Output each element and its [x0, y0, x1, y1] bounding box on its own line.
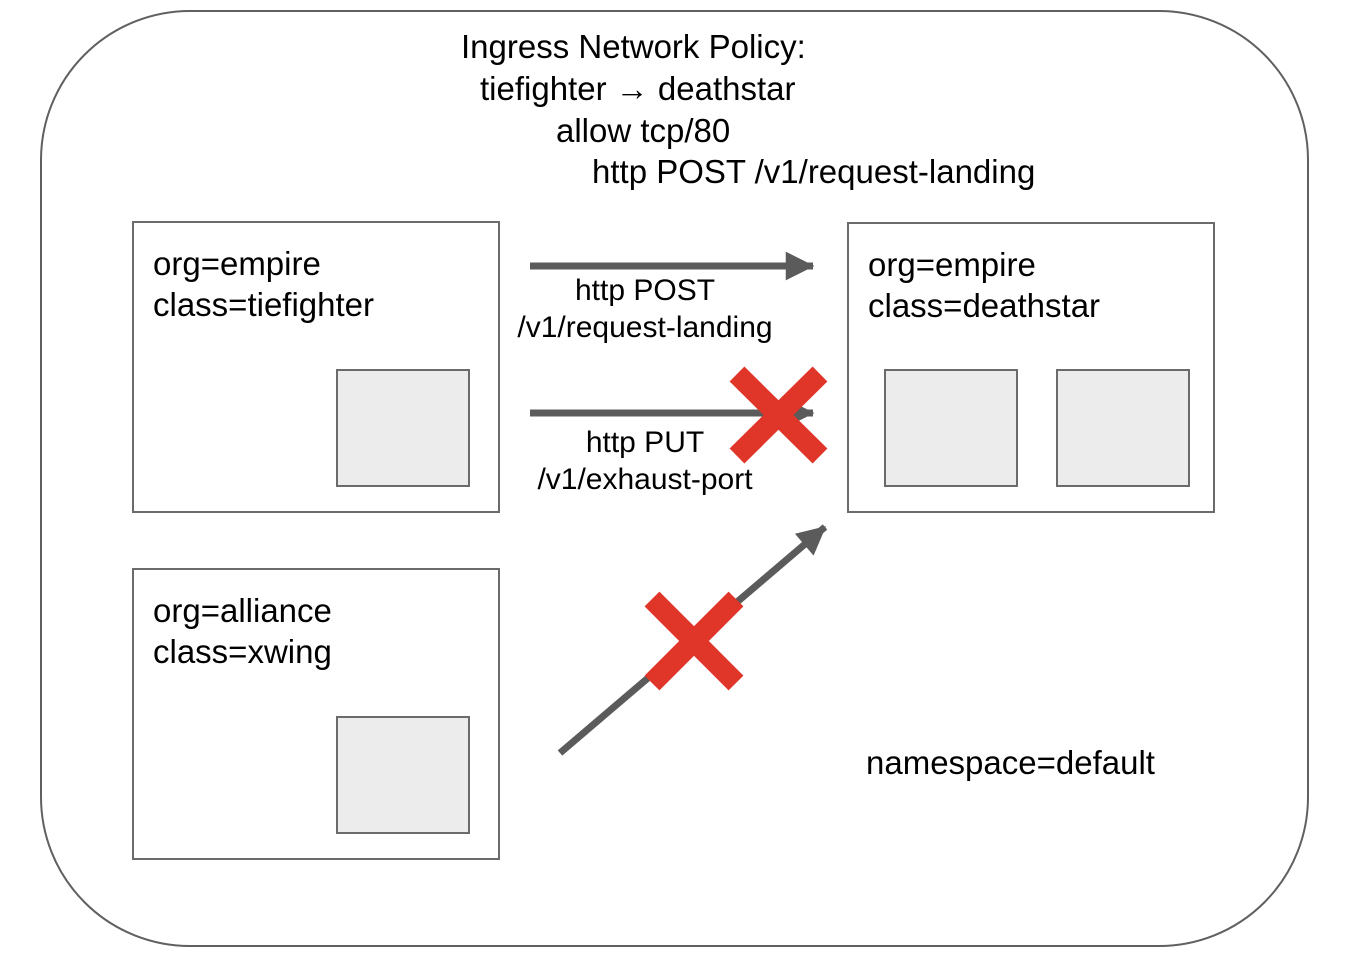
node-xwing: org=alliance class=xwing: [132, 568, 500, 860]
pod-square: [336, 716, 470, 834]
denied-x-icon: [729, 366, 828, 464]
policy-title-line-1: Ingress Network Policy:: [461, 28, 806, 65]
node-tiefighter-class-label: class=tiefighter: [153, 286, 375, 323]
policy-title-line-2: tiefighter → deathstar: [480, 70, 796, 107]
allowed-arrow-label-line-1: http POST: [574, 274, 716, 307]
allowed-arrow-label: http POST /v1/request-landing: [495, 272, 795, 346]
denied-arrow-label-line-1: http PUT: [585, 426, 705, 459]
node-deathstar-labels: org=empire class=deathstar: [868, 244, 1100, 326]
pod-square: [336, 369, 470, 487]
node-tiefighter: org=empire class=tiefighter: [132, 221, 500, 513]
allowed-arrow-icon: [530, 251, 815, 281]
namespace-label: namespace=default: [866, 744, 1155, 781]
node-deathstar: org=empire class=deathstar: [847, 222, 1215, 513]
policy-title-line-4: http POST /v1/request-landing: [592, 153, 1036, 190]
node-deathstar-org-label: org=empire: [868, 246, 1036, 283]
pod-square: [884, 369, 1018, 487]
policy-title-line-3: allow tcp/80: [556, 112, 731, 149]
node-xwing-org-label: org=alliance: [153, 592, 332, 629]
pod-square: [1056, 369, 1190, 487]
denied-arrow-label-line-2: /v1/exhaust-port: [537, 463, 753, 496]
node-tiefighter-labels: org=empire class=tiefighter: [153, 243, 374, 325]
denied-x-icon: [644, 591, 744, 691]
node-tiefighter-org-label: org=empire: [153, 245, 321, 282]
node-xwing-class-label: class=xwing: [153, 633, 332, 670]
node-xwing-labels: org=alliance class=xwing: [153, 590, 332, 672]
node-deathstar-class-label: class=deathstar: [868, 287, 1101, 324]
allowed-arrow-label-line-2: /v1/request-landing: [517, 311, 773, 344]
denied-arrow-label: http PUT /v1/exhaust-port: [495, 424, 795, 498]
